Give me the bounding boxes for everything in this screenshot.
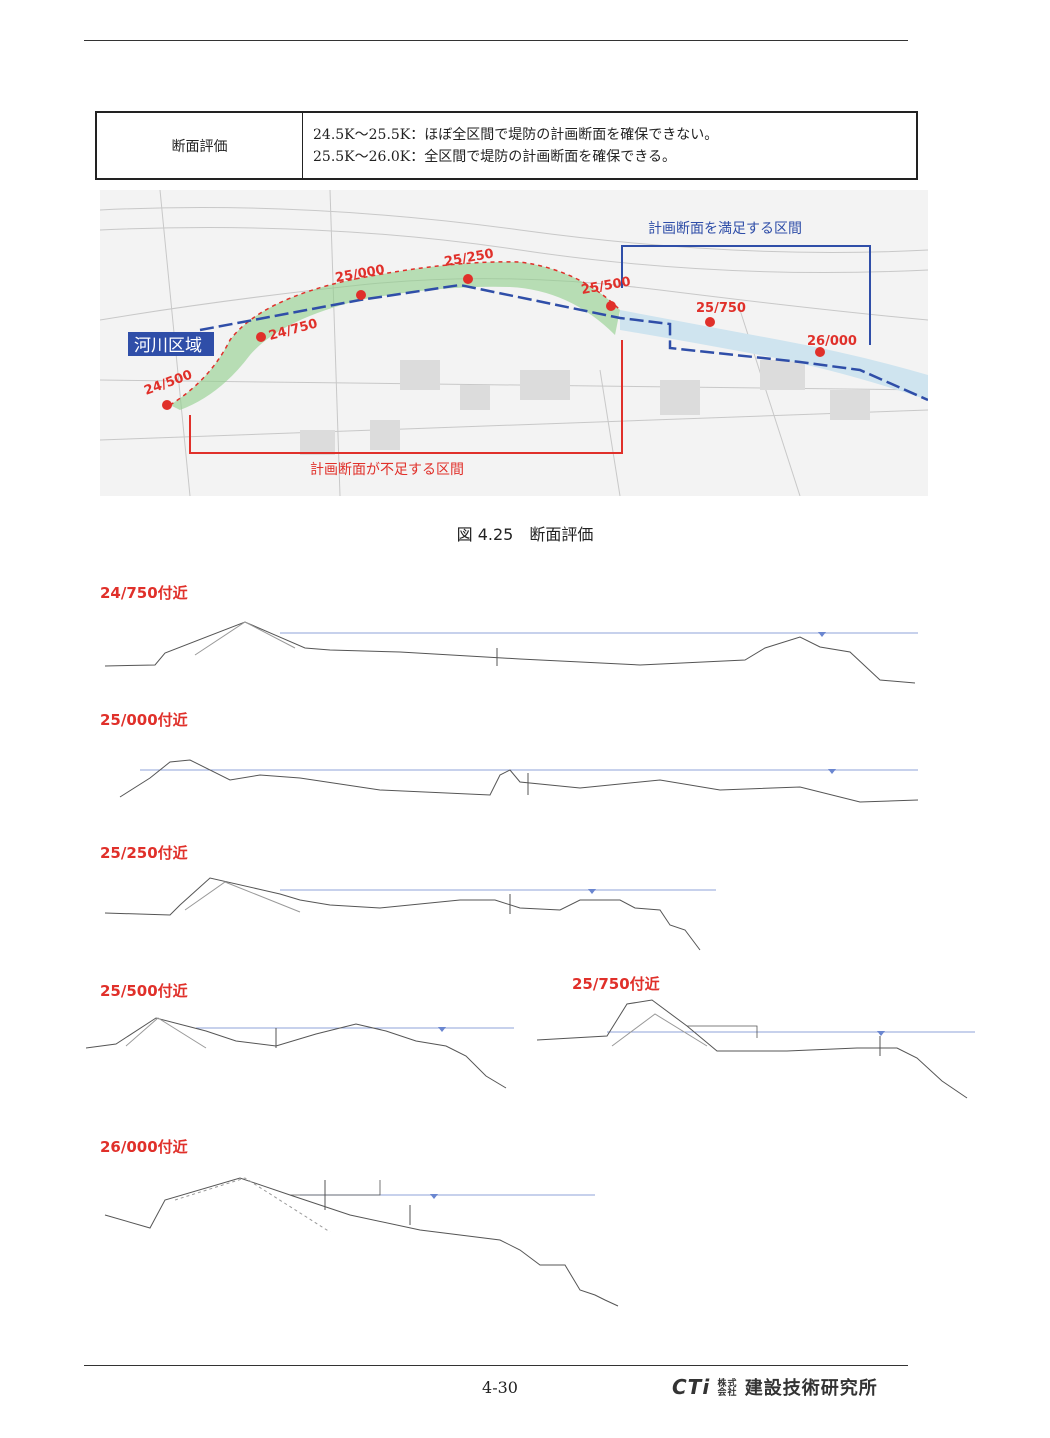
evaluation-table-body: 24.5K～25.5K：ほぼ全区間で堤防の計画断面を確保できない。 25.5K～… (302, 111, 918, 180)
evaluation-table: 断面評価 24.5K～25.5K：ほぼ全区間で堤防の計画断面を確保できない。 2… (95, 111, 918, 180)
logo-name: 建設技術研究所 (744, 1378, 878, 1399)
logo-small: 株式会社 (717, 1379, 738, 1398)
point-marker (815, 347, 825, 357)
footer-rule (84, 1365, 908, 1366)
cross-section-25-500 (86, 1017, 514, 1089)
company-logo: CTi 株式会社 建設技術研究所 (672, 1374, 878, 1400)
section-label: 25/500付近 (100, 982, 188, 1000)
satisfy-label: 計画断面を満足する区間 (648, 221, 802, 237)
logo-ct: CTi (672, 1375, 711, 1399)
point-marker (256, 332, 266, 342)
river-zone-label: 河川区域 (134, 336, 202, 356)
point-label: 26/000 (807, 334, 857, 349)
section-label: 25/000付近 (100, 711, 188, 729)
evaluation-table-head: 断面評価 (95, 111, 303, 180)
cross-section-25-000 (119, 759, 919, 803)
header-rule (84, 40, 908, 41)
cross-section-26-000 (104, 1177, 619, 1307)
section-label: 24/750付近 (100, 584, 188, 602)
red-dashed-line (169, 261, 621, 406)
evaluation-line-2: 25.5K～26.0K：全区間で堤防の計画断面を確保できる。 (313, 148, 676, 165)
page-number: 4-30 (482, 1378, 518, 1397)
point-marker (162, 400, 172, 410)
section-label: 25/750付近 (572, 975, 660, 993)
section-label: 26/000付近 (100, 1138, 188, 1156)
point-label: 25/750 (696, 301, 746, 316)
point-marker (356, 290, 366, 300)
satisfy-bracket (621, 245, 871, 345)
river-water (620, 310, 928, 400)
point-marker (606, 301, 616, 311)
deficient-bracket (189, 340, 623, 454)
river-zone-box (128, 332, 214, 356)
point-marker (705, 317, 715, 327)
river-map: 計画断面を満足する区間 計画断面が不足する区間 河川区域 24/500 24/7… (100, 190, 928, 496)
section-label: 25/250付近 (100, 844, 188, 862)
map-background (100, 190, 928, 496)
deficient-label: 計画断面が不足する区間 (310, 462, 464, 478)
cross-section-24-750 (104, 621, 918, 684)
river-zone-line (199, 283, 928, 402)
cross-section-25-250 (104, 877, 716, 951)
evaluation-line-1: 24.5K～25.5K：ほぼ全区間で堤防の計画断面を確保できない。 (313, 126, 719, 143)
map-buildings (300, 360, 870, 455)
figure-caption: 図 4.25 断面評価 (456, 525, 594, 544)
cross-section-25-750 (537, 999, 975, 1099)
point-marker (463, 274, 473, 284)
